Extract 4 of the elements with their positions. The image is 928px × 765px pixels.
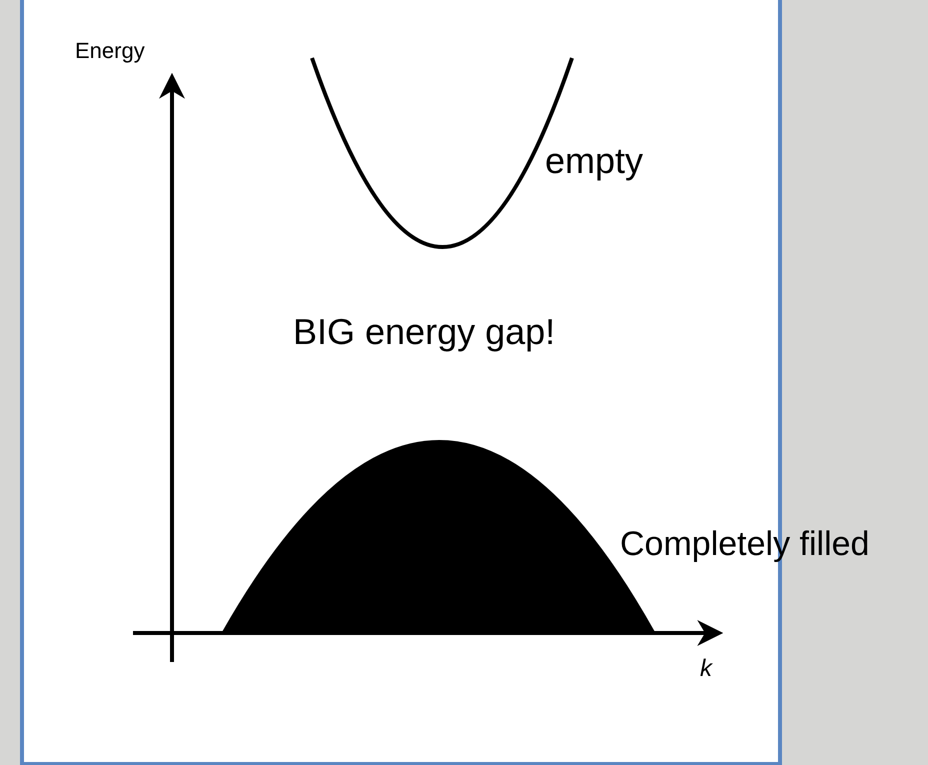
- band-label: empty: [545, 143, 644, 179]
- axis-label: k: [700, 657, 712, 681]
- gap-label: BIG energy gap!: [293, 314, 556, 350]
- axis-label: Energy: [75, 40, 145, 62]
